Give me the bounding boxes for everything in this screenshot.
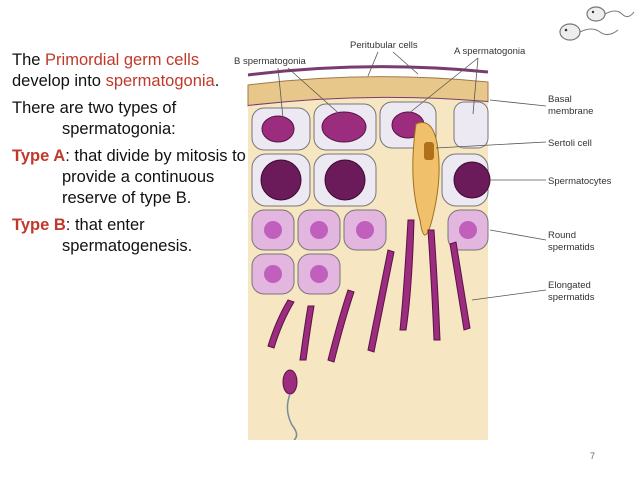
intro-text-3: . bbox=[214, 72, 220, 90]
spermatogonia-term: spermatogonia bbox=[105, 72, 215, 90]
paragraph-type-b: Type B: that enter spermatogenesis. bbox=[12, 215, 248, 257]
leader-lines bbox=[277, 51, 547, 301]
paragraph-type-a: Type A: that divide by mitosis to provid… bbox=[12, 146, 248, 209]
spermatogenesis-diagram: B spermatogonia Peritubular cells A sper… bbox=[234, 40, 612, 440]
label-round-1: Round bbox=[548, 230, 576, 241]
type-b-label: Type B bbox=[12, 216, 66, 234]
label-sertoli-cell: Sertoli cell bbox=[548, 138, 592, 149]
primordial-germ-cells-term: Primordial germ cells bbox=[45, 51, 200, 69]
label-a-spermatogonia: A spermatogonia bbox=[454, 46, 526, 57]
round-spermatids bbox=[251, 209, 489, 295]
type-a-label: Type A bbox=[12, 147, 66, 165]
label-elongated-1: Elongated bbox=[548, 280, 591, 291]
label-b-spermatogonia: B spermatogonia bbox=[234, 56, 307, 67]
free-sperm bbox=[282, 369, 298, 440]
label-basal-2: membrane bbox=[548, 106, 593, 117]
paragraph-intro: The Primordial germ cells develop into s… bbox=[12, 50, 248, 92]
label-spermatocytes: Spermatocytes bbox=[548, 176, 612, 187]
page-number: 7 bbox=[590, 451, 596, 461]
label-basal-1: Basal bbox=[548, 94, 572, 105]
label-peritubular-cells: Peritubular cells bbox=[350, 40, 418, 51]
spermatogonia-row bbox=[251, 101, 489, 151]
intro-text-1: The bbox=[12, 51, 46, 69]
label-round-2: spermatids bbox=[548, 242, 595, 253]
paragraph-types: There are two types of spermatogonia: bbox=[12, 99, 177, 138]
elongated-spermatids bbox=[267, 219, 471, 363]
label-elongated-2: spermatids bbox=[548, 292, 595, 303]
intro-text-2: develop into bbox=[12, 72, 106, 90]
body-text: The Primordial germ cells develop into s… bbox=[12, 50, 248, 263]
type-b-description: : that enter spermatogenesis. bbox=[62, 216, 193, 255]
spermatocytes-row bbox=[251, 153, 491, 207]
type-a-description: : that divide by mitosis to provide a co… bbox=[62, 147, 246, 207]
sperm-decoration-icon bbox=[559, 6, 635, 41]
